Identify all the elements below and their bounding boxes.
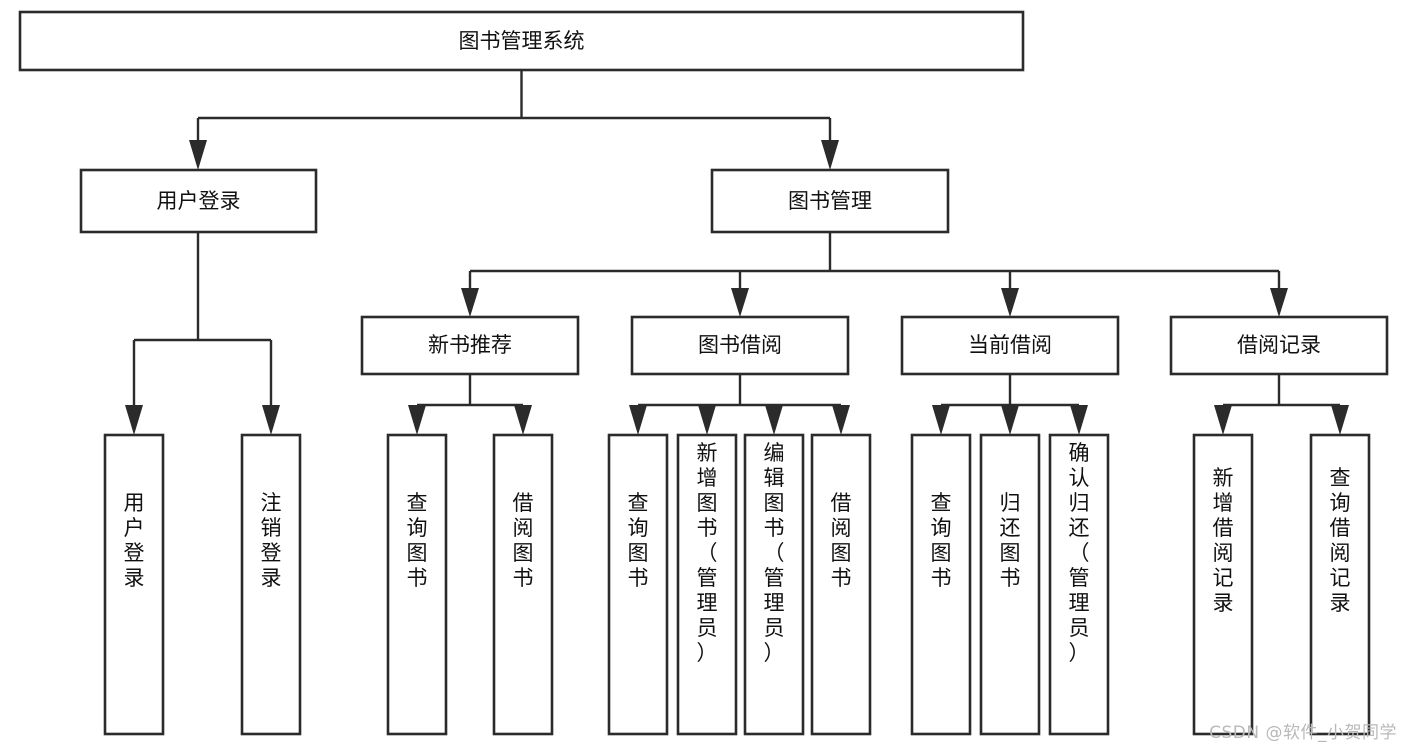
- node-book-borrow[interactable]: 图书借阅: [630, 315, 850, 376]
- node-leaf-edit-book-label: 编辑图书（管理员）: [764, 441, 785, 665]
- node-leaf-return-book[interactable]: 归还图书: [979, 433, 1041, 736]
- node-root-label: 图书管理系统: [459, 29, 585, 53]
- arrow-to-new-book-recommend: [461, 288, 479, 317]
- node-leaf-query-record-label: 查询借阅记录: [1330, 466, 1351, 615]
- node-leaf-borrow-book-1-label: 借阅图书: [513, 491, 534, 590]
- node-leaf-query-book-1[interactable]: 查询图书: [386, 433, 448, 736]
- node-leaf-user-login-box[interactable]: [103, 433, 165, 736]
- arrow-to-book-borrow: [731, 288, 749, 317]
- node-current-borrow-label: 当前借阅: [968, 333, 1052, 357]
- node-leaf-query-book-1-box[interactable]: [386, 433, 448, 736]
- node-current-borrow-box[interactable]: [900, 315, 1120, 376]
- node-root-box[interactable]: [18, 10, 1025, 72]
- node-leaf-add-book-label: 新增图书（管理员）: [697, 441, 718, 665]
- node-new-book-recommend-label: 新书推荐: [428, 333, 512, 357]
- node-leaf-return-book-label: 归还图书: [1000, 491, 1021, 590]
- node-leaf-confirm-return-label: 确认归还（管理员）: [1069, 441, 1090, 665]
- arrow-to-leaf-edit-book: [765, 405, 783, 435]
- node-leaf-query-book-2-box[interactable]: [607, 433, 669, 736]
- node-leaf-user-login-label: 用户登录: [124, 491, 145, 590]
- node-leaf-logout-label: 注销登录: [261, 491, 282, 590]
- node-leaf-add-book-box[interactable]: [676, 433, 738, 736]
- arrow-to-leaf-add-record: [1214, 405, 1232, 435]
- node-borrow-record-label: 借阅记录: [1237, 333, 1321, 357]
- node-borrow-record-box[interactable]: [1169, 315, 1389, 376]
- node-current-borrow[interactable]: 当前借阅: [900, 315, 1120, 376]
- arrow-to-leaf-add-book: [698, 405, 716, 435]
- node-leaf-logout[interactable]: 注销登录: [240, 433, 302, 736]
- arrow-to-leaf-query-book-3: [932, 405, 950, 435]
- arrow-to-current-borrow: [1001, 288, 1019, 317]
- node-leaf-borrow-book-2-label: 借阅图书: [831, 491, 852, 590]
- node-borrow-record[interactable]: 借阅记录: [1169, 315, 1389, 376]
- node-user-login-box[interactable]: [79, 168, 318, 234]
- node-book-borrow-label: 图书借阅: [698, 333, 782, 357]
- node-book-manage-label: 图书管理: [788, 189, 872, 213]
- node-leaf-add-book[interactable]: 新增图书（管理员）: [676, 433, 738, 736]
- node-leaf-query-book-3-box[interactable]: [910, 433, 972, 736]
- node-leaf-confirm-return[interactable]: 确认归还（管理员）: [1048, 433, 1110, 736]
- arrow-to-leaf-user-login: [125, 405, 143, 435]
- node-new-book-recommend-box[interactable]: [360, 315, 580, 376]
- node-leaf-query-record-box[interactable]: [1309, 433, 1371, 736]
- arrow-to-borrow-record: [1270, 288, 1288, 317]
- node-book-manage-box[interactable]: [710, 168, 950, 234]
- arrow-to-leaf-query-record: [1331, 405, 1349, 435]
- node-leaf-query-book-1-label: 查询图书: [407, 491, 428, 590]
- node-leaf-edit-book[interactable]: 编辑图书（管理员）: [743, 433, 805, 736]
- node-leaf-return-book-box[interactable]: [979, 433, 1041, 736]
- node-leaf-borrow-book-2-box[interactable]: [810, 433, 872, 736]
- arrow-to-book-manage: [821, 140, 839, 170]
- node-book-manage[interactable]: 图书管理: [710, 168, 950, 234]
- node-leaf-logout-box[interactable]: [240, 433, 302, 736]
- node-leaf-query-book-2[interactable]: 查询图书: [607, 433, 669, 736]
- node-root[interactable]: 图书管理系统: [18, 10, 1025, 72]
- node-leaf-add-record[interactable]: 新增借阅记录: [1192, 433, 1254, 736]
- node-leaf-add-record-label: 新增借阅记录: [1213, 466, 1234, 615]
- node-user-login-label: 用户登录: [157, 189, 241, 213]
- node-new-book-recommend[interactable]: 新书推荐: [360, 315, 580, 376]
- connector-layer: [125, 70, 1349, 435]
- node-leaf-edit-book-box[interactable]: [743, 433, 805, 736]
- node-leaf-query-book-3[interactable]: 查询图书: [910, 433, 972, 736]
- arrow-to-leaf-borrow-book-2: [832, 405, 850, 435]
- arrow-to-leaf-query-book-1: [408, 405, 426, 435]
- arrow-to-leaf-borrow-book-1: [514, 405, 532, 435]
- arrow-to-leaf-return-book: [1001, 405, 1019, 435]
- arrow-to-leaf-logout: [262, 405, 280, 435]
- node-leaf-borrow-book-1-box[interactable]: [492, 433, 554, 736]
- node-book-borrow-box[interactable]: [630, 315, 850, 376]
- node-leaf-confirm-return-box[interactable]: [1048, 433, 1110, 736]
- arrow-to-user-login: [189, 140, 207, 170]
- node-leaf-add-record-box[interactable]: [1192, 433, 1254, 736]
- node-leaf-borrow-book-2[interactable]: 借阅图书: [810, 433, 872, 736]
- node-user-login[interactable]: 用户登录: [79, 168, 318, 234]
- node-leaf-query-record[interactable]: 查询借阅记录: [1309, 433, 1371, 736]
- node-leaf-borrow-book-1[interactable]: 借阅图书: [492, 433, 554, 736]
- arrow-to-leaf-confirm-return: [1070, 405, 1088, 435]
- node-leaf-query-book-2-label: 查询图书: [628, 491, 649, 590]
- arrow-to-leaf-query-book-2: [629, 405, 647, 435]
- node-leaf-query-book-3-label: 查询图书: [931, 491, 952, 590]
- node-leaf-user-login[interactable]: 用户登录: [103, 433, 165, 736]
